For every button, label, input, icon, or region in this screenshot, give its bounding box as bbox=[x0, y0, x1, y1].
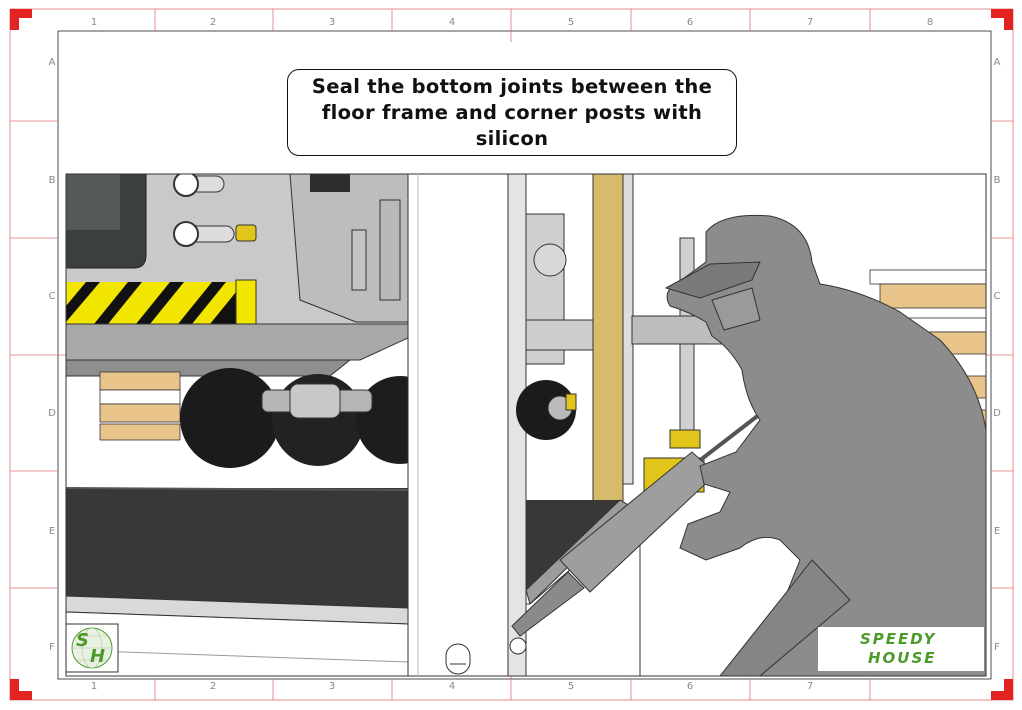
grid-row-d-left: D bbox=[48, 408, 56, 419]
speedy-house-logo: SPEEDY HOUSE bbox=[818, 627, 984, 671]
grid-col-3-top: 3 bbox=[328, 17, 336, 28]
right-panel-border bbox=[507, 173, 987, 677]
grid-col-7-top: 7 bbox=[806, 17, 814, 28]
corner-post bbox=[407, 173, 509, 677]
grid-row-e-left: E bbox=[48, 526, 56, 537]
corner-markers bbox=[10, 9, 1013, 700]
instruction-callout: Seal the bottom joints between the floor… bbox=[287, 69, 737, 156]
grid-row-e-right: E bbox=[993, 526, 1001, 537]
row-ticks bbox=[10, 120, 1013, 589]
grid-col-1-bottom: 1 bbox=[90, 681, 98, 692]
grid-col-7-bottom: 7 bbox=[806, 681, 814, 692]
grid-col-5-top: 5 bbox=[567, 17, 575, 28]
grid-col-2-bottom: 2 bbox=[209, 681, 217, 692]
brand-word-house: HOUSE bbox=[868, 649, 937, 667]
grid-row-a-right: A bbox=[993, 57, 1001, 68]
grid-col-4-bottom: 4 bbox=[448, 681, 456, 692]
sh-logo-letter-h: H bbox=[90, 646, 106, 667]
grid-row-b-left: B bbox=[48, 175, 56, 186]
grid-col-6-top: 6 bbox=[686, 17, 694, 28]
grid-col-8-top: 8 bbox=[926, 17, 934, 28]
grid-col-6-bottom: 6 bbox=[686, 681, 694, 692]
sh-logo-emblem bbox=[65, 623, 119, 673]
sh-logo-letter-s: S bbox=[76, 630, 89, 651]
grid-row-b-right: B bbox=[993, 175, 1001, 186]
grid-col-1-top: 1 bbox=[90, 17, 98, 28]
grid-col-5-bottom: 5 bbox=[567, 681, 575, 692]
grid-row-c-right: C bbox=[993, 291, 1001, 302]
instruction-text: Seal the bottom joints between the floor… bbox=[311, 74, 713, 150]
sh-logo: S H bbox=[66, 624, 118, 672]
outer-border bbox=[9, 8, 1014, 701]
grid-row-c-left: C bbox=[48, 291, 56, 302]
grid-col-2-top: 2 bbox=[209, 17, 217, 28]
grid-row-f-left: F bbox=[49, 642, 55, 653]
right-scene bbox=[508, 174, 986, 676]
left-scene bbox=[66, 174, 408, 676]
brand-word-speedy: SPEEDY bbox=[860, 630, 937, 648]
grid-row-a-left: A bbox=[48, 57, 56, 68]
grid-col-4-top: 4 bbox=[448, 17, 456, 28]
grid-col-3-bottom: 3 bbox=[328, 681, 336, 692]
grid-row-d-right: D bbox=[993, 408, 1001, 419]
grid-row-f-right: F bbox=[994, 642, 1000, 653]
